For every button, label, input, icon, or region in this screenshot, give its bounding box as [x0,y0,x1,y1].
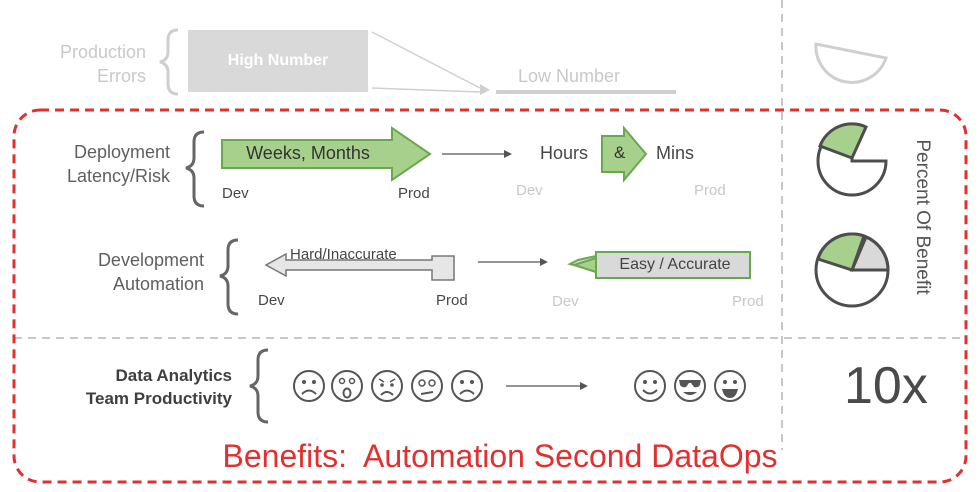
development-after-prod-label: Prod [732,293,764,310]
development-label-line1: Development [97,250,204,270]
productivity-label-line1: Data Analytics [115,366,232,385]
hard-inaccurate-text: Hard/Inaccurate [290,246,397,263]
smile-face-icon [634,370,666,402]
deployment-after-dev-label: Dev [516,182,543,199]
benefits-frame [12,108,968,484]
multiplier-text: 10x [844,357,928,415]
productivity-label-line2: Team Productivity [85,389,232,408]
production-errors-label-line1: Production [59,42,146,62]
easy-accurate-text: Easy / Accurate [619,256,731,273]
grin-face-icon [714,370,746,402]
development-bracket [219,238,239,316]
production-errors-bracket [159,28,179,96]
deployment-dev-label: Dev [222,185,249,202]
benefits-banner: Benefits: Automation Second DataOps [222,438,778,474]
development-label-line2: Automation [112,274,204,294]
deployment-after-prod-label: Prod [694,182,726,199]
deployment-prod-label: Prod [398,185,430,202]
mins-text: Mins [656,143,695,163]
frown-face-icon [293,370,325,402]
low-number-text: Low Number [518,66,621,86]
high-number-box [188,30,368,92]
and-symbol: & [614,143,626,162]
production-errors-pie [814,42,888,84]
productivity-label: Data Analytics Team Productivity [20,364,232,410]
weeks-months-arrow [221,126,432,182]
confused-face-icon [411,370,443,402]
deployment-label-line1: Deployment [73,142,170,162]
hours-text: Hours [540,143,589,163]
development-label: Development Automation [20,248,204,296]
development-prod-label: Prod [436,292,468,309]
deployment-bracket [185,130,205,208]
development-dev-label: Dev [258,292,285,309]
sad-face-icon [371,370,403,402]
deployment-pie [816,122,888,197]
sunglasses-face-icon [674,370,706,402]
production-errors-label: Production Errors [20,40,146,88]
and-arrow [601,125,648,183]
high-number-text: High Number [227,52,329,69]
development-pie [814,232,890,308]
development-after-dev-label: Dev [552,293,579,310]
deployment-label: Deployment Latency/Risk [20,140,170,188]
productivity-bracket [249,348,269,424]
deployment-label-line2: Latency/Risk [66,166,170,186]
shocked-face-icon [331,370,363,402]
hard-inaccurate-arrow [264,252,455,281]
frown-face-icon [451,370,483,402]
production-errors-label-line2: Errors [97,66,146,86]
percent-of-benefit-label: Percent Of Benefit [912,139,933,295]
weeks-months-text: Weeks, Months [246,143,370,163]
